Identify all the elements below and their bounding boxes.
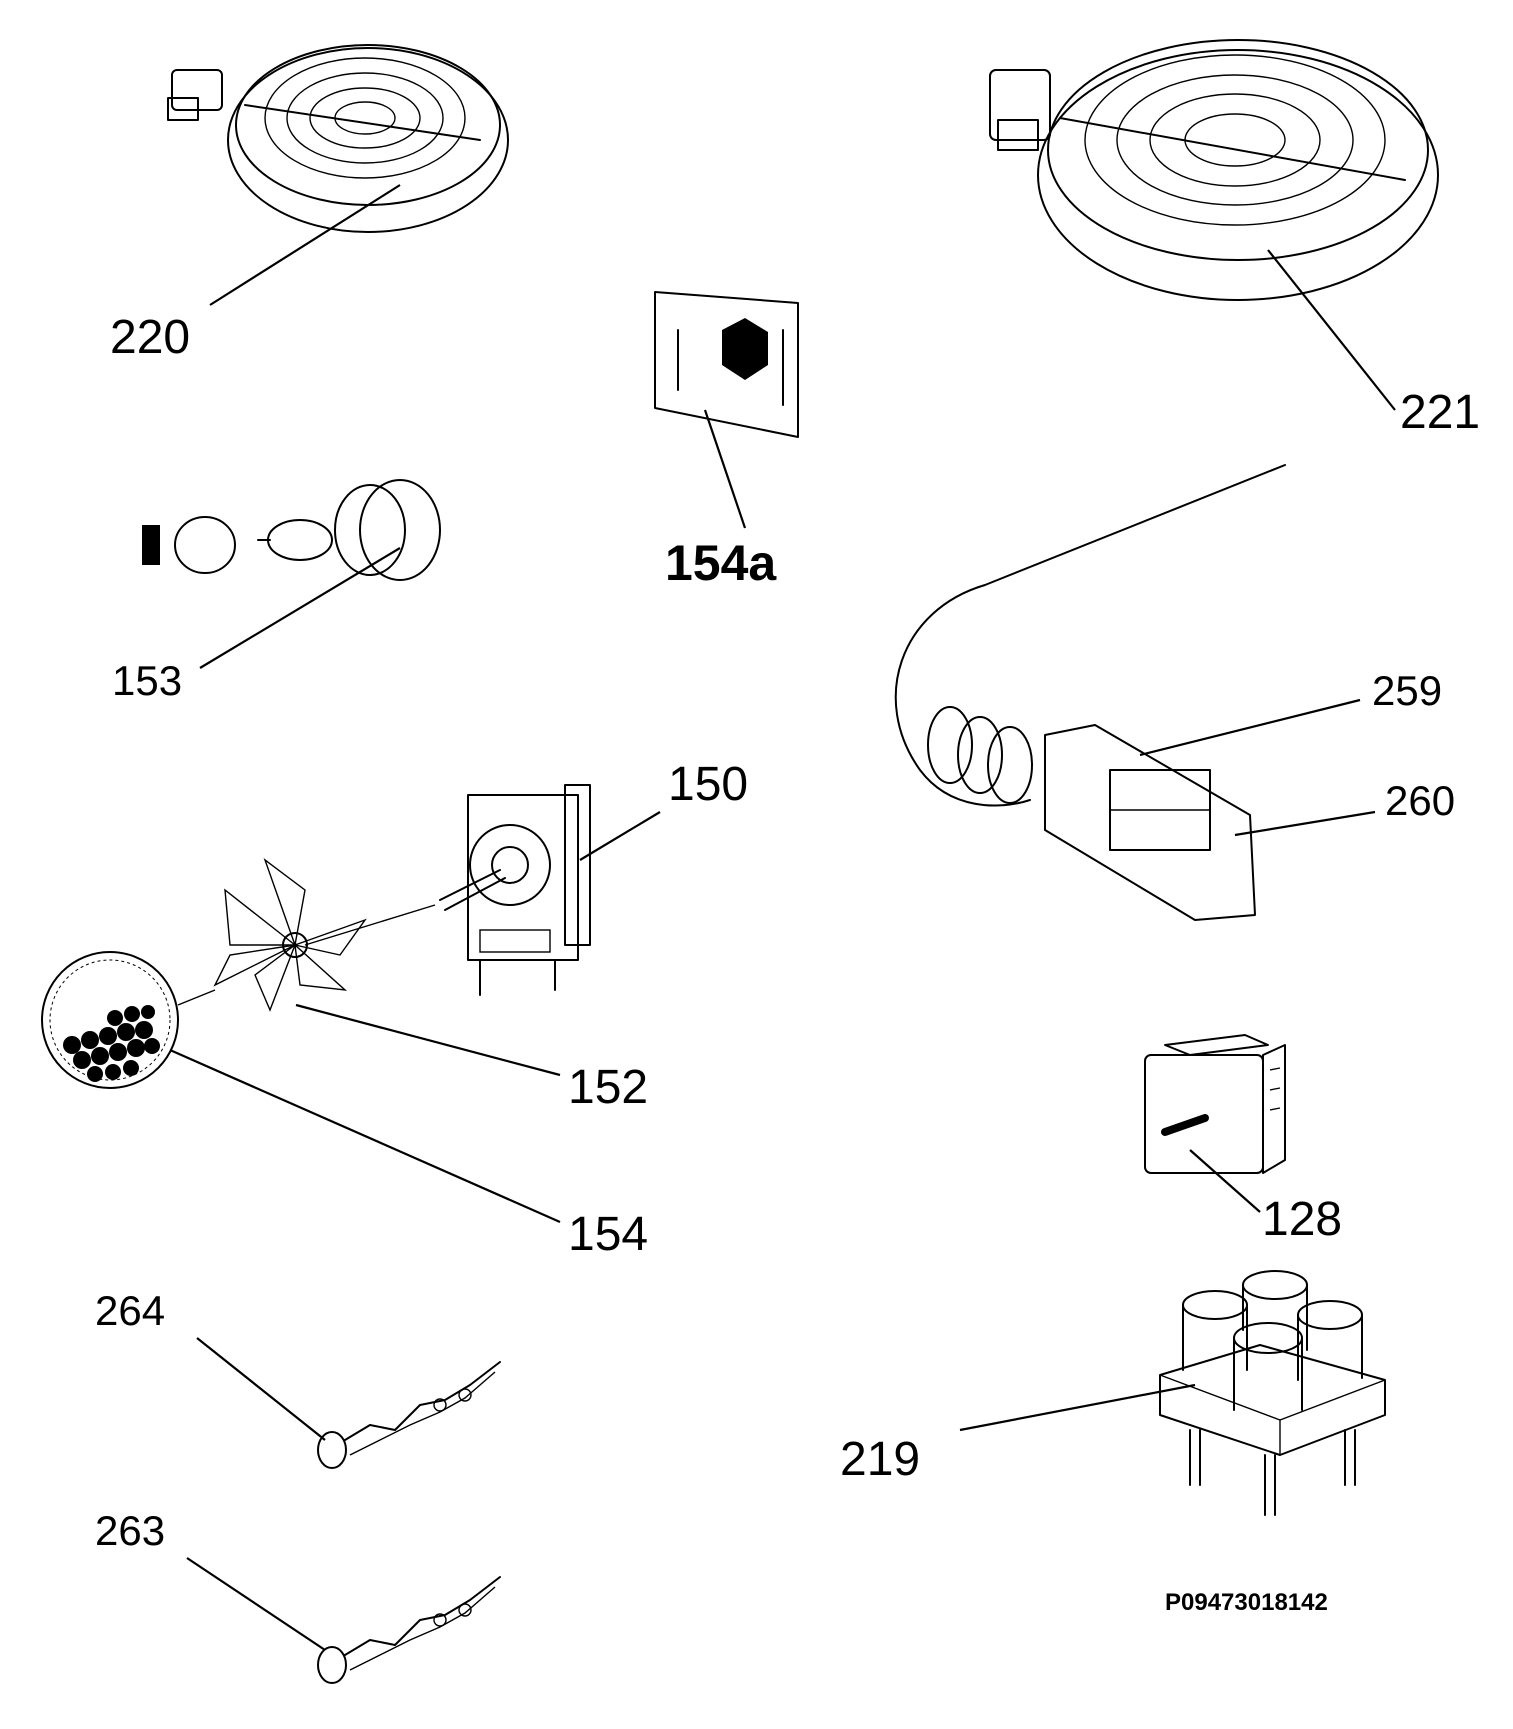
hotplate-large-221 [989,39,1439,301]
wiring-harness-263 [317,1576,501,1684]
part-label-220: 220 [110,311,190,364]
leader-line-264 [196,1337,326,1441]
leader-line-128 [1189,1149,1261,1213]
fan-motor-150 [439,784,591,996]
part-label-221: 221 [1400,386,1480,439]
part-label-150: 150 [668,758,748,811]
leader-line-154a [703,409,747,529]
part-label-153: 153 [112,657,182,704]
oven-lamp-153 [142,479,441,581]
hotplate-small-220 [167,44,509,233]
leader-line-221 [1267,249,1396,411]
grease-filter-154 [41,951,216,1089]
part-label-264: 264 [95,1287,165,1334]
wiring-harness-264 [317,1361,501,1469]
leader-line-154 [169,1048,561,1224]
thermostat-capillary-259-260 [894,464,1286,921]
leader-line-260 [1234,810,1376,837]
drawing-code: P09473018142 [1165,1589,1328,1616]
energy-regulators-219 [1159,1270,1386,1516]
leader-line-152 [295,1003,561,1077]
leader-line-220 [209,184,401,306]
part-label-152: 152 [568,1061,648,1114]
leader-line-263 [186,1557,326,1651]
leader-line-150 [579,811,661,861]
leader-line-219 [959,1383,1196,1432]
part-label-259: 259 [1372,667,1442,714]
part-label-128: 128 [1262,1193,1342,1246]
panel-sticker-154a [654,291,799,438]
part-label-219: 219 [840,1433,920,1486]
leader-line-153 [199,547,401,669]
part-label-154a: 154a [665,535,777,591]
part-label-154: 154 [568,1208,648,1261]
part-label-260: 260 [1385,777,1455,824]
timer-switch-128 [1144,1034,1286,1174]
leader-line-259 [1139,698,1361,757]
fan-blade-152 [213,858,436,1012]
part-label-263: 263 [95,1507,165,1554]
